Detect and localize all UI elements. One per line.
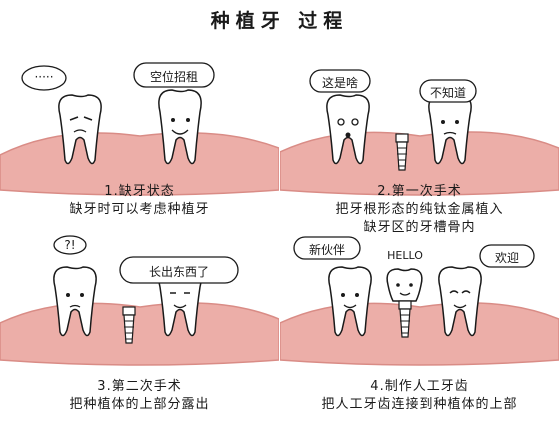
speech-bubble-text: 新伙伴 (308, 243, 345, 257)
tooth-right (158, 89, 202, 165)
step-1-illustration (0, 62, 279, 196)
speech-bubble-text: ····· (34, 70, 54, 84)
panel-step-4: 新伙伴 HELLO 欢迎 4.制作人工牙齿 把人工牙齿连接到种植体的上部 (280, 235, 559, 427)
step-2-illustration (280, 69, 559, 196)
bubble-shape (419, 79, 477, 103)
step-description: 缺牙时可以考虑种植牙 (69, 202, 210, 217)
step-description-line-2: 缺牙区的牙槽骨内 (363, 220, 476, 235)
tooth-left (53, 266, 97, 337)
implant-screw (395, 133, 409, 171)
bubble-shape (309, 69, 371, 93)
bubble-shape (133, 62, 215, 88)
step-title: 2.第一次手术 (377, 184, 462, 199)
implant-screw (122, 306, 136, 344)
step-3-illustration (0, 235, 279, 366)
step-title: 1.缺牙状态 (104, 184, 175, 199)
bubble-shape (479, 244, 535, 268)
artificial-tooth (386, 268, 423, 338)
bubble-shape (21, 65, 67, 91)
bubble-shape (53, 235, 87, 255)
page-title: 种植牙 过程 (210, 10, 349, 32)
bubble-shape (293, 236, 361, 260)
step-title: 3.第二次手术 (97, 379, 182, 394)
panel-step-3: ?! 长出东西了 3.第二次手术 把种植体的上部分露出 (0, 235, 279, 427)
tooth-left (328, 266, 372, 337)
step-title: 4.制作人工牙齿 (370, 379, 469, 394)
speech-bubble-text: 不知道 (429, 86, 466, 100)
speech-bubble-text: 这是啥 (321, 76, 358, 90)
step-description: 把人工牙齿连接到种植体的上部 (321, 397, 518, 412)
step-description-line-1: 把牙根形态的纯钛金属植入 (335, 202, 504, 217)
step-description: 把种植体的上部分露出 (69, 397, 210, 412)
speech-bubble-text: 欢迎 (494, 251, 519, 265)
speech-bubble-text: HELLO (387, 249, 423, 262)
bubble-shape (119, 256, 239, 284)
step-4-illustration (280, 236, 559, 366)
tooth-left (58, 94, 102, 165)
panel-step-2: 这是啥 不知道 2.第一次手术 把牙根形态的纯钛金属植入 缺牙区的牙槽骨内 (280, 40, 559, 235)
speech-bubble-text: ?! (64, 238, 76, 252)
speech-bubble-text: 长出东西了 (148, 265, 209, 279)
speech-bubble-text: 空位招租 (149, 70, 198, 84)
tooth-left (326, 94, 370, 165)
tooth-right (438, 266, 482, 337)
panel-step-1: ····· 空位招租 1.缺牙状态 缺牙时可以考虑种植牙 (0, 40, 279, 232)
